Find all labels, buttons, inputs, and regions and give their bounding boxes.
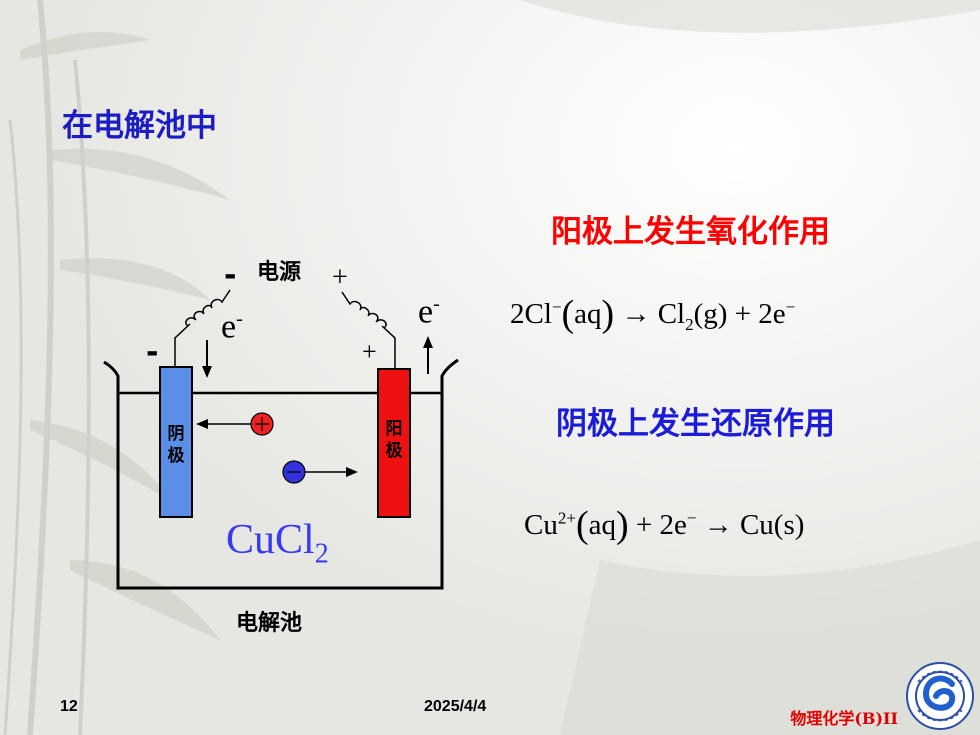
power-source-label: 电源 xyxy=(257,260,302,285)
eq-arrow: → xyxy=(703,509,733,541)
cathode-label: 阴极 xyxy=(167,424,185,466)
eq-sub: 2 xyxy=(685,314,694,334)
eq-plus: + xyxy=(635,509,653,541)
anode-label: 阳极 xyxy=(385,419,403,461)
cathode-electrode xyxy=(159,366,193,518)
solution-text: CuCl xyxy=(226,517,315,563)
eq-electron: 2e xyxy=(659,509,687,541)
slide-date: 2025/4/4 xyxy=(424,698,487,715)
electron-right: e- xyxy=(418,293,440,331)
anode-heading: 阳极上发生氧化作用 xyxy=(551,214,830,250)
cathode-equation: Cu2+(aq) + 2e− → Cu(s) xyxy=(524,504,805,546)
cell-container xyxy=(103,358,459,590)
eq-sup: − xyxy=(686,508,697,528)
eq-product-state: (g) xyxy=(693,298,728,330)
cathode-heading: 阴极上发生还原作用 xyxy=(556,406,835,442)
eq-state: aq xyxy=(574,298,602,330)
slide-title: 在电解池中 xyxy=(62,108,217,144)
eq-sup: − xyxy=(551,297,562,317)
electron-symbol: e xyxy=(221,308,237,346)
anode-plus: + xyxy=(362,337,377,366)
left-coil xyxy=(185,289,231,327)
cell-label: 电解池 xyxy=(236,611,303,636)
eq-product: Cu(s) xyxy=(739,509,805,541)
course-name: 物理化学(B)II xyxy=(790,709,898,728)
anode-electrode xyxy=(377,368,411,518)
eq-state: aq xyxy=(588,509,616,541)
cathode-wire xyxy=(174,323,191,368)
right-coil xyxy=(341,291,387,329)
solution-subscript: 2 xyxy=(314,538,329,570)
eq-term: 2Cl xyxy=(510,298,552,330)
anode-equation: 2Cl−(aq) → Cl2(g) + 2e− xyxy=(510,293,796,335)
eq-plus: + xyxy=(734,298,752,330)
eq-arrow: → xyxy=(621,298,651,330)
electron-left: e- xyxy=(221,308,243,346)
eq-product: Cl xyxy=(657,298,686,330)
anode-wire xyxy=(381,325,396,370)
solution-formula: CuCl2 xyxy=(226,516,329,570)
eq-electron: 2e xyxy=(758,298,786,330)
university-logo xyxy=(906,662,974,730)
page-number: 12 xyxy=(60,698,78,715)
electron-charge: - xyxy=(236,308,243,330)
electron-charge: - xyxy=(433,293,440,315)
electron-symbol: e xyxy=(418,293,434,331)
power-plus: + xyxy=(332,262,348,293)
eq-sup: 2+ xyxy=(557,508,576,528)
eq-ion: Cu xyxy=(524,509,558,541)
eq-sup: − xyxy=(785,297,796,317)
power-minus: - xyxy=(224,258,237,293)
cathode-minus: - xyxy=(146,335,159,370)
